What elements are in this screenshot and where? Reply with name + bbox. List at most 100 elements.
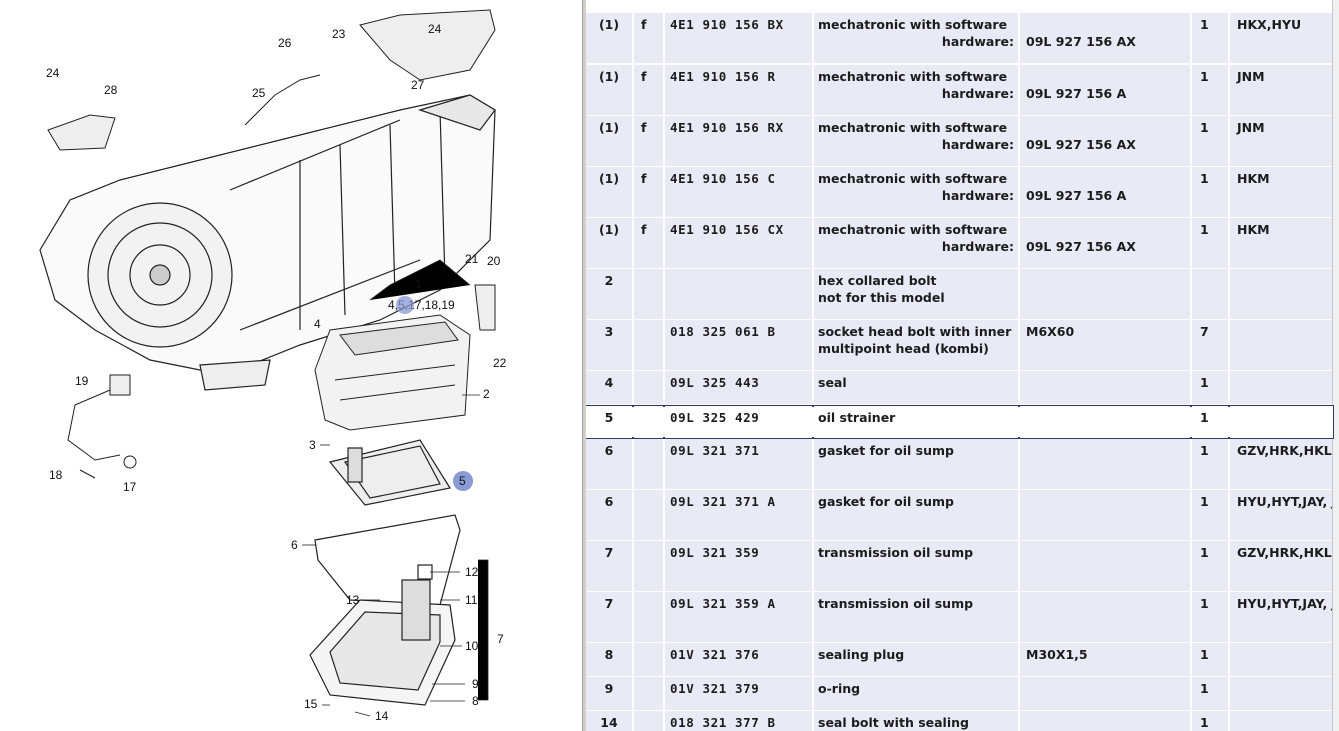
remark-cell: 09L 927 156 A <box>1020 65 1190 115</box>
quantity-cell <box>1192 269 1228 319</box>
description-text: mechatronic with software <box>818 120 1008 135</box>
position-cell: (1) <box>586 116 632 166</box>
position-cell: 6 <box>586 490 632 540</box>
callout-5[interactable]: 5 <box>459 474 466 488</box>
callout-17: 17 <box>123 480 137 494</box>
hardware-label: hardware: <box>941 34 1014 49</box>
flag-cell: f <box>634 167 663 217</box>
position-cell: 3 <box>586 320 632 370</box>
callout-3: 3 <box>309 438 316 452</box>
remark-cell <box>1020 371 1190 404</box>
description-cell: o-ring <box>814 677 1018 710</box>
flag-cell <box>634 320 663 370</box>
part-number-cell: 01V 321 379 <box>665 677 812 710</box>
part-number-cell: 09L 321 359 A <box>665 592 812 642</box>
brackets <box>47 9 496 331</box>
flag-cell: f <box>634 218 663 268</box>
quantity-cell: 1 <box>1192 490 1228 540</box>
callout-26: 26 <box>278 36 292 50</box>
remark-cell <box>1020 677 1190 710</box>
model-codes-cell: HKX,HYU <box>1230 13 1333 63</box>
position-cell: (1) <box>586 13 632 63</box>
remark-cell: 09L 927 156 AX <box>1020 13 1190 63</box>
callout-13: 13 <box>346 593 360 607</box>
callout-21: 21 <box>465 252 479 266</box>
hardware-part-number: 09L 927 156 AX <box>1026 239 1136 254</box>
flag-cell <box>634 371 663 404</box>
callout-8: 8 <box>472 694 479 708</box>
quantity-cell: 1 <box>1192 592 1228 642</box>
flag-cell: f <box>634 116 663 166</box>
flag-cell <box>634 711 663 731</box>
position-cell: 7 <box>586 592 632 642</box>
description-text: seal <box>818 375 847 390</box>
oil-sump <box>309 564 456 706</box>
part-number-cell: 4E1 910 156 CX <box>665 218 812 268</box>
description-text: transmission oil sump <box>818 596 974 611</box>
model-codes-cell <box>1230 320 1333 370</box>
model-codes-cell <box>1230 677 1333 710</box>
vertical-scrollbar[interactable] <box>1332 0 1339 731</box>
callout-4: 4 <box>314 317 321 331</box>
callout-28: 28 <box>104 83 118 97</box>
transmission-housing <box>39 94 496 391</box>
description-cell: oil strainer <box>814 406 1018 438</box>
callout-12: 12 <box>465 565 479 579</box>
hardware-part-number: 09L 927 156 AX <box>1026 34 1136 49</box>
description-text: gasket for oil sump <box>818 443 954 458</box>
callout-18: 18 <box>49 468 63 482</box>
hardware-label: hardware: <box>941 137 1014 152</box>
oil-sump-gasket <box>314 514 461 606</box>
description-cell: seal bolt with sealing <box>814 711 1018 731</box>
part-number-cell: 09L 325 429 <box>665 406 812 438</box>
model-codes-cell: JNM <box>1230 65 1333 115</box>
remark-cell <box>1020 711 1190 731</box>
description-text-line2: not for this model <box>818 290 945 305</box>
quantity-cell: 1 <box>1192 65 1228 115</box>
description-cell: mechatronic with software hardware: <box>814 13 1018 63</box>
callout-25: 25 <box>252 86 266 100</box>
highlight-badge-5[interactable] <box>453 471 473 491</box>
description-cell: gasket for oil sump <box>814 490 1018 540</box>
description-text: mechatronic with software <box>818 17 1008 32</box>
exploded-parts-diagram: 1 4,5,17,18,19 2 3 4 5 6 7 8 9 10 11 12 … <box>0 0 582 731</box>
remark-cell <box>1020 439 1190 489</box>
part-number-cell: 4E1 910 156 R <box>665 65 812 115</box>
valve-body <box>314 314 471 431</box>
description-text: mechatronic with software <box>818 222 1008 237</box>
description-text: mechatronic with software <box>818 171 1008 186</box>
model-codes-cell: HYU,HYT,JAY, JNM,JNL <box>1230 592 1333 642</box>
panel-splitter[interactable] <box>582 0 586 731</box>
description-text: socket head bolt with inner <box>818 324 1012 339</box>
flag-cell: f <box>634 65 663 115</box>
highlight-badge-group[interactable] <box>396 296 414 314</box>
position-cell: 5 <box>586 406 632 438</box>
description-cell: seal <box>814 371 1018 404</box>
flag-cell <box>634 490 663 540</box>
hardware-label: hardware: <box>941 239 1014 254</box>
callout-23: 23 <box>332 27 346 41</box>
callout-22: 22 <box>493 356 507 370</box>
callout-20: 20 <box>487 254 501 268</box>
callout-19: 19 <box>75 374 89 388</box>
